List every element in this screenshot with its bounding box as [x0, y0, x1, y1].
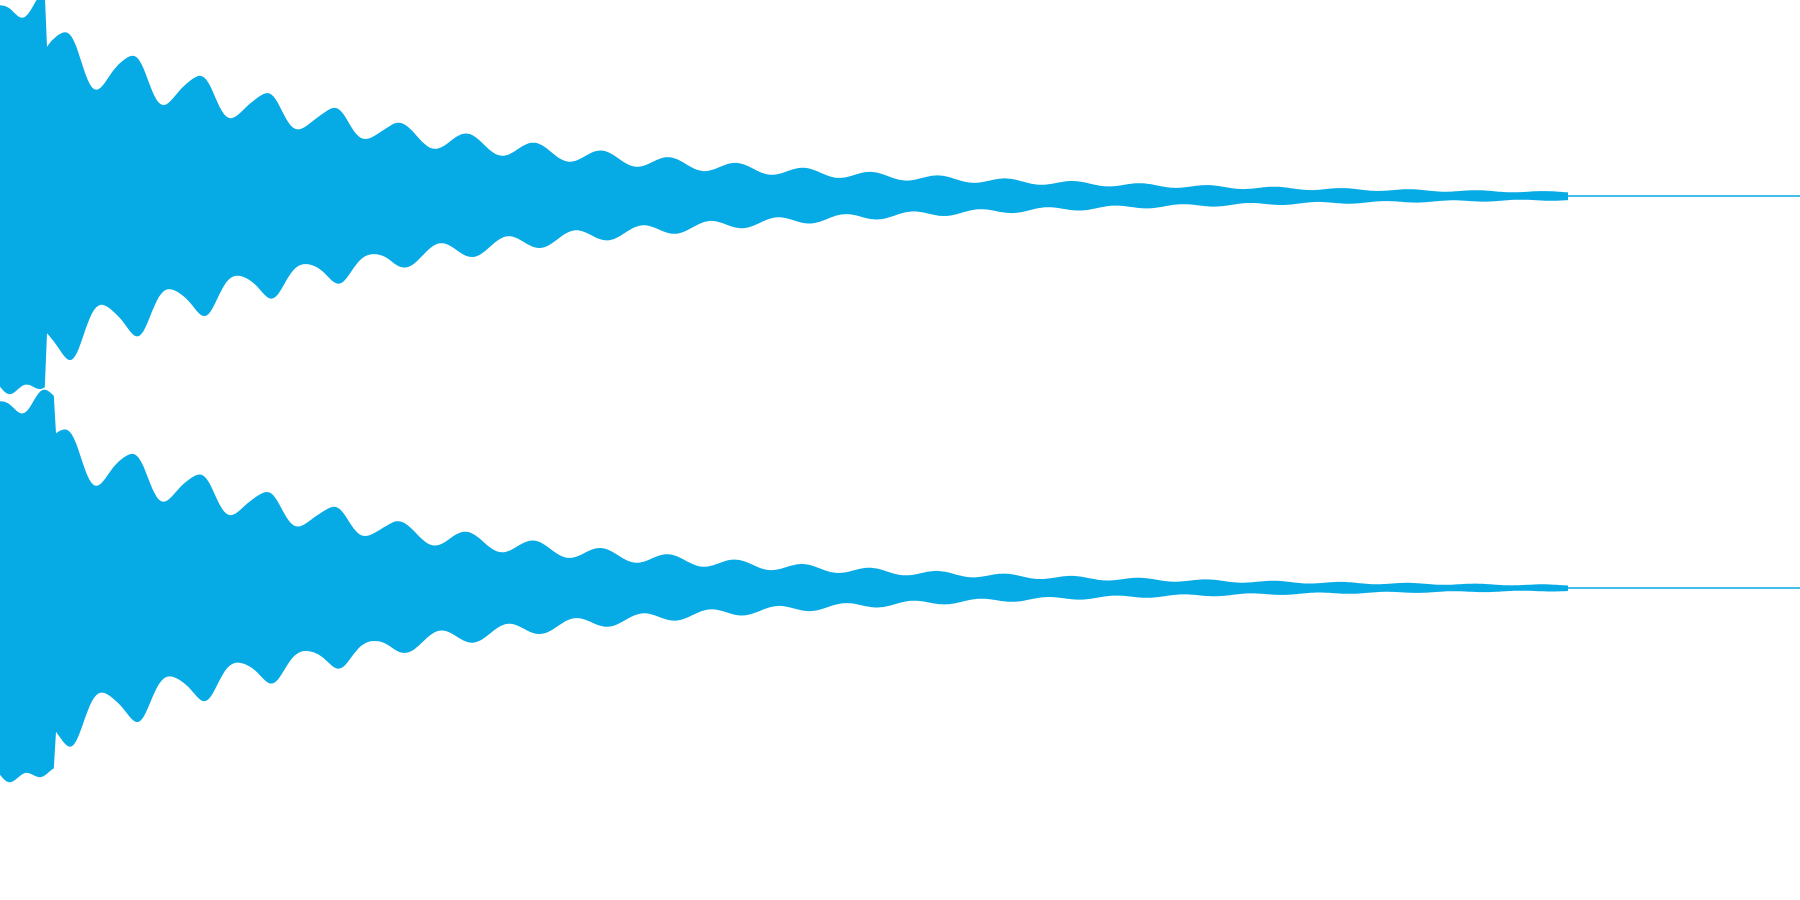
channel-right-waveform [0, 389, 1800, 783]
right-channel-envelope [0, 389, 1568, 783]
channel-left-waveform [0, 0, 1800, 395]
left-channel-envelope [0, 0, 1568, 395]
